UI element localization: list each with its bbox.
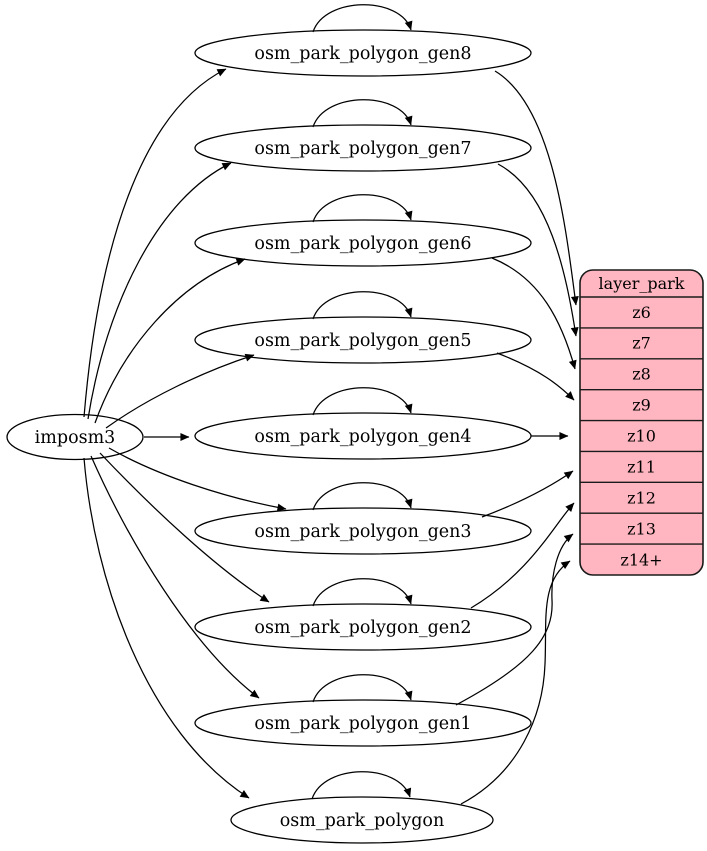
edge-gen3-to-z11 xyxy=(481,470,574,518)
node-label: osm_park_polygon xyxy=(280,811,444,831)
node-shape xyxy=(194,507,532,555)
node-osm-park-polygon-gen1: osm_park_polygon_gen1 xyxy=(194,699,532,747)
node-osm-park-polygon-gen6: osm_park_polygon_gen6 xyxy=(194,219,532,267)
record-row-z11: z11 xyxy=(627,458,656,477)
record-row-z7: z7 xyxy=(632,334,651,353)
edge-imposm3-to-gen1 xyxy=(90,455,260,699)
node-osm-park-polygon-gen7: osm_park_polygon_gen7 xyxy=(194,124,532,172)
node-osm-park-polygon: osm_park_polygon xyxy=(230,796,494,844)
self-loop-gen3 xyxy=(312,482,413,511)
node-label: osm_park_polygon_gen3 xyxy=(254,522,471,542)
edge-imposm3-to-gen3 xyxy=(108,447,287,512)
node-label: osm_park_polygon_gen7 xyxy=(254,139,471,159)
edges-from-imposm3 xyxy=(83,68,287,799)
self-loop-gen7 xyxy=(312,99,413,128)
node-shape xyxy=(194,124,532,172)
node-shape xyxy=(194,316,532,364)
record-node-layer-park: layer_park z6 z7 z8 z9 z10 z11 z12 z13 z… xyxy=(579,269,704,576)
edge-imposm3-to-gen2 xyxy=(99,452,270,603)
edge-imposm3-to-gen8 xyxy=(83,68,227,418)
record-row-z6: z6 xyxy=(632,303,651,322)
self-loop-gen4 xyxy=(312,387,413,416)
self-loop-gen5 xyxy=(312,291,413,320)
node-label: osm_park_polygon_gen5 xyxy=(254,331,471,351)
self-loop-gen8 xyxy=(312,4,413,33)
node-shape xyxy=(194,603,532,651)
edge-gen8-to-z6 xyxy=(494,70,579,306)
record-node-body xyxy=(579,269,704,576)
record-row-z14plus: z14+ xyxy=(620,551,662,570)
record-row-z12: z12 xyxy=(627,489,656,508)
record-row-z9: z9 xyxy=(632,396,651,415)
edge-imposm3-to-gen6 xyxy=(94,258,246,424)
edge-gen7-to-z7 xyxy=(497,163,579,337)
node-osm-park-polygon-gen4: osm_park_polygon_gen4 xyxy=(194,412,532,460)
node-osm-park-polygon-gen8: osm_park_polygon_gen8 xyxy=(194,29,532,77)
self-loop-gen6 xyxy=(312,194,413,223)
edges-to-layer-park xyxy=(455,70,579,805)
node-imposm3-label: imposm3 xyxy=(35,428,116,448)
self-loop-gen1 xyxy=(312,674,413,703)
node-label: osm_park_polygon_gen2 xyxy=(254,618,471,638)
edge-imposm3-to-gen5 xyxy=(105,353,255,429)
edge-gen1-to-z13 xyxy=(455,533,574,706)
node-osm-park-polygon-gen5: osm_park_polygon_gen5 xyxy=(194,316,532,364)
node-shape xyxy=(194,699,532,747)
edge-polygon-to-z14plus xyxy=(460,560,571,805)
node-shape xyxy=(194,29,532,77)
node-label: osm_park_polygon_gen1 xyxy=(254,714,471,734)
record-row-z10: z10 xyxy=(627,427,656,446)
node-label: osm_park_polygon_gen6 xyxy=(254,234,471,254)
node-label: osm_park_polygon_gen4 xyxy=(254,427,471,447)
node-shape xyxy=(194,219,532,267)
self-loops xyxy=(311,4,413,800)
edge-gen2-to-z12 xyxy=(470,502,575,609)
record-row-z13: z13 xyxy=(627,520,656,539)
edge-gen5-to-z9 xyxy=(496,352,575,401)
node-imposm3: imposm3 xyxy=(6,413,144,461)
node-osm-park-polygon-gen3: osm_park_polygon_gen3 xyxy=(194,507,532,555)
self-loop-gen2 xyxy=(312,578,413,607)
edge-gen6-to-z8 xyxy=(491,257,577,370)
node-label: osm_park_polygon_gen8 xyxy=(254,44,471,64)
record-row-z8: z8 xyxy=(632,365,651,384)
edge-imposm3-to-gen7 xyxy=(87,162,232,420)
node-shape xyxy=(230,796,494,844)
node-osm-park-polygon-gen2: osm_park_polygon_gen2 xyxy=(194,603,532,651)
edge-imposm3-to-polygon xyxy=(83,457,250,799)
record-title: layer_park xyxy=(599,274,685,293)
self-loop-polygon xyxy=(311,771,412,800)
